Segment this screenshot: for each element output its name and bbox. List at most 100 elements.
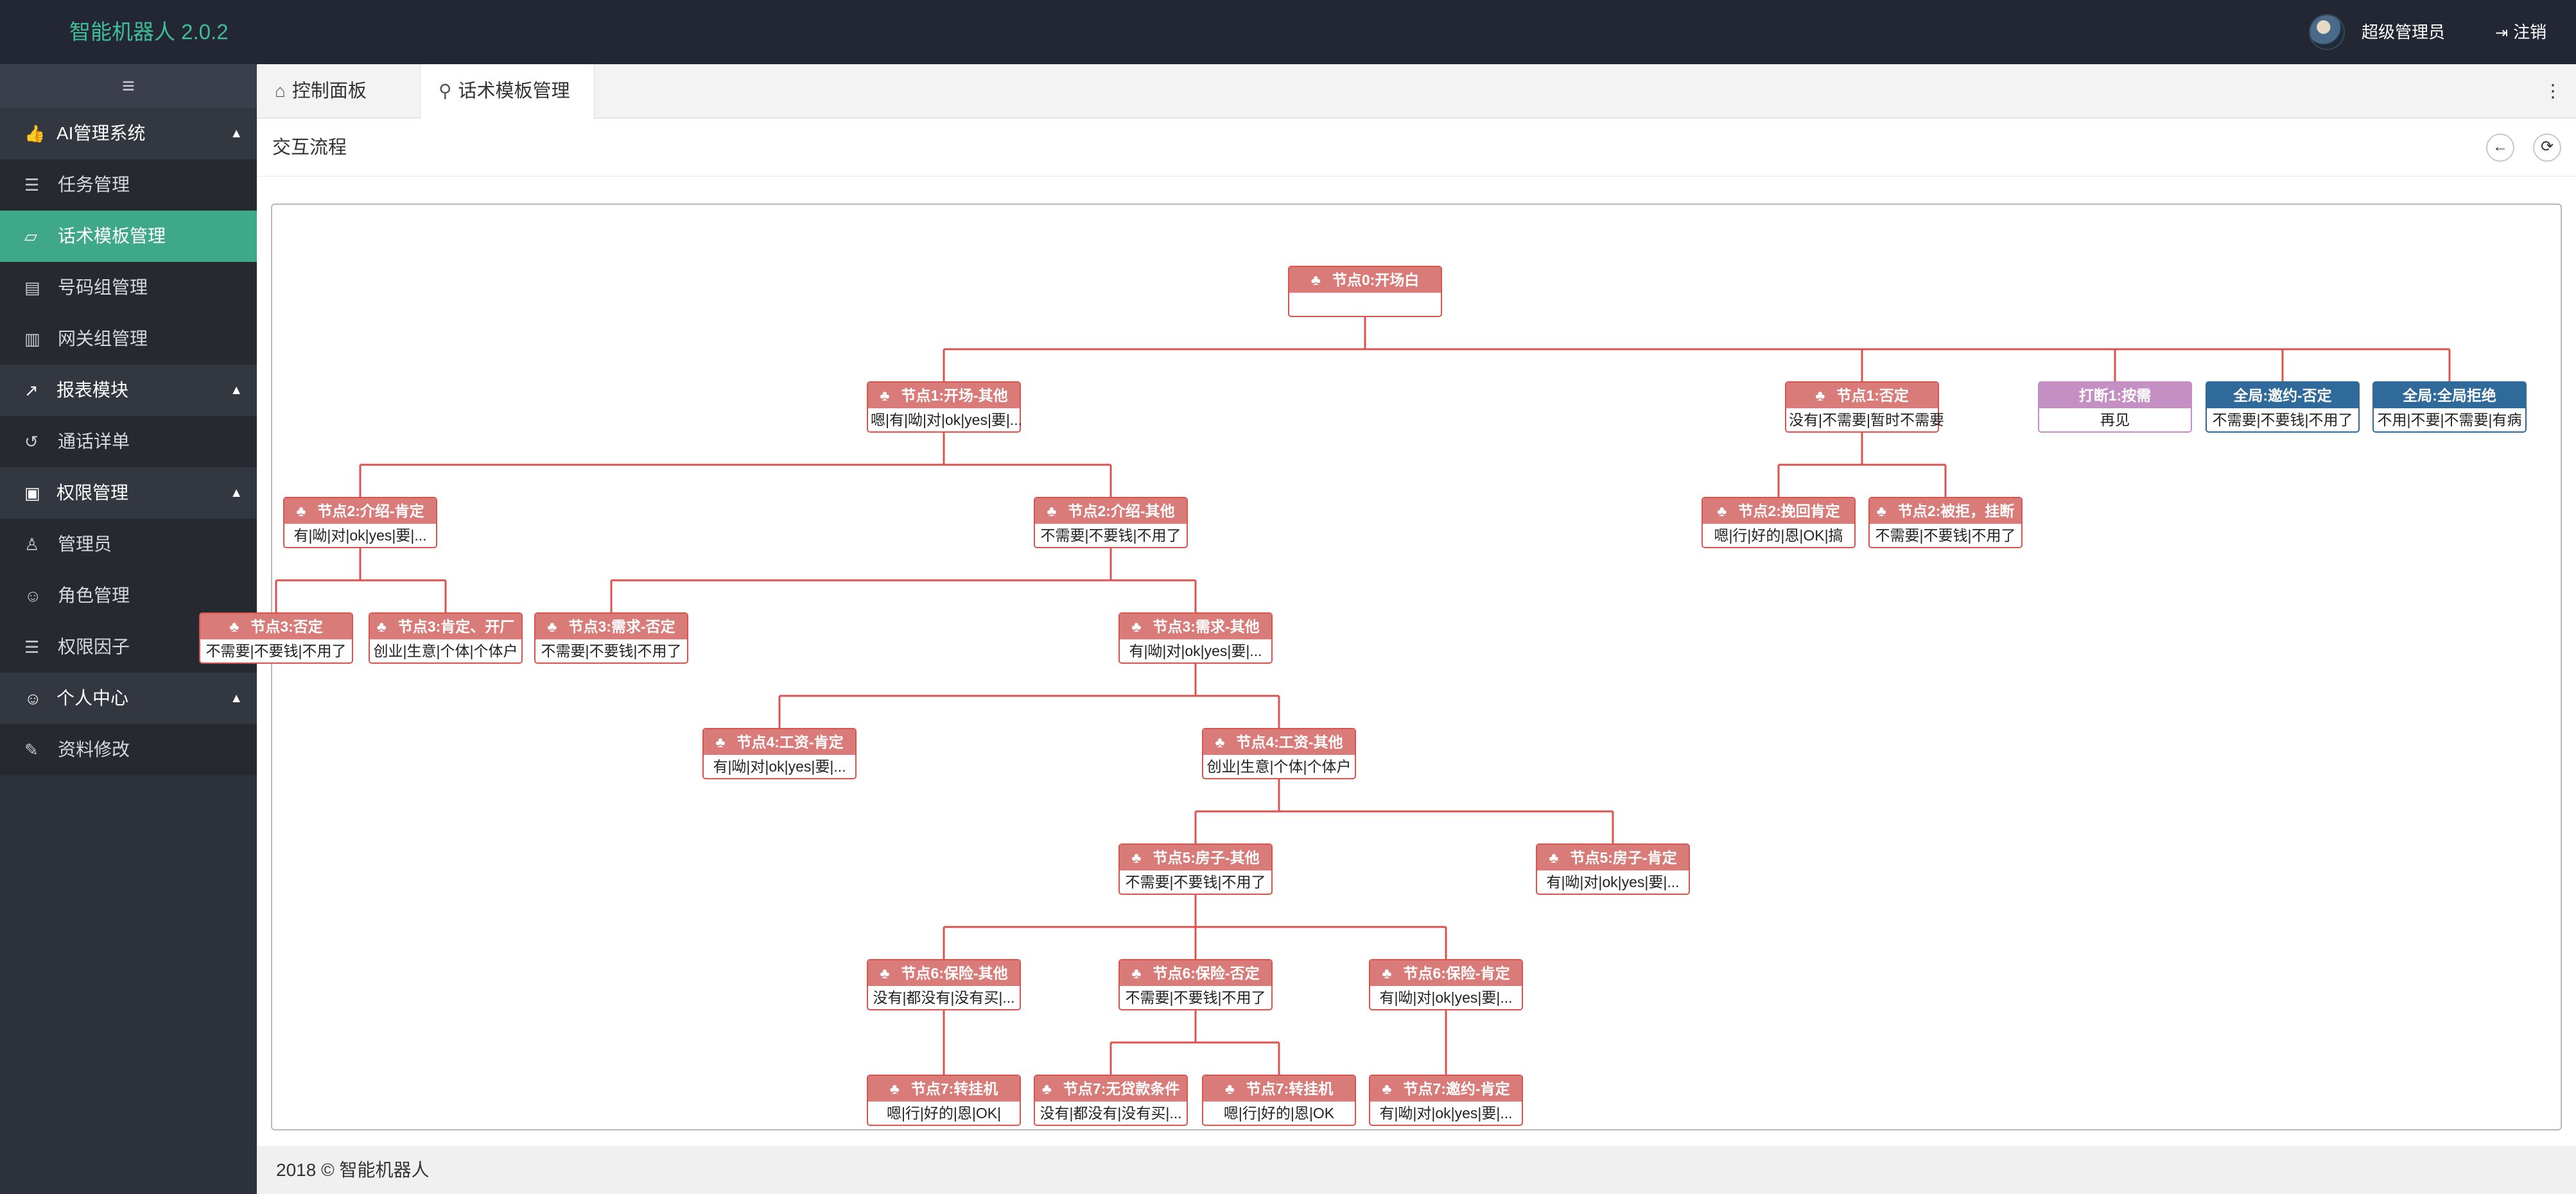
flow-node[interactable]: ♣节点7:无贷款条件没有|都没有|没有买|... [1034,1075,1188,1126]
flow-node[interactable]: ♣节点1:否定没有|不需要|暂时不需要 [1785,381,1944,433]
edit-icon: ✎ [24,740,39,759]
flow-node[interactable]: ♣节点3:需求-其他有|呦|对|ok|yes|要|... [1118,612,1273,664]
users-icon: ♣ [880,965,890,982]
flow-node-keywords: 有|呦|对|ok|yes|要|... [1379,1105,1513,1121]
flow-connectors [275,317,2451,1075]
flow-node-title: 全局:邀约-否定 [2207,383,2358,408]
flow-node[interactable]: 全局:全局拒绝不用|不要|不需要|有病 [2372,381,2527,433]
list-icon: ☰ [24,175,40,195]
users-icon: ♣ [1310,272,1321,288]
flow-node[interactable]: ♣节点2:被拒，挂断不需要|不要钱|不用了 [1868,497,2023,548]
flow-node-title: ♣节点5:房子-其他 [1120,845,1271,870]
tab-dashboard[interactable]: ⌂ 控制面板 [275,64,367,118]
sidebar-item-profile-edit[interactable]: ✎ 资料修改 [0,724,257,775]
flow-node-title-text: 节点4:工资-其他 [1236,734,1343,750]
flow-node[interactable]: ♣节点7:转挂机嗯|行|好的|恩|OK| [867,1075,1021,1126]
flow-node[interactable]: ♣节点5:房子-其他不需要|不要钱|不用了 [1118,844,1273,895]
users-icon: ♣ [1041,1080,1052,1097]
sidebar-group-label: AI管理系统 [57,123,146,143]
flow-node-title-text: 全局:全局拒绝 [2403,387,2496,404]
map-pin-icon: ⚲ [439,81,452,101]
flow-node-title-text: 节点4:工资-肯定 [736,734,844,750]
refresh-icon: ⟳ [2540,138,2554,155]
flow-node[interactable]: ♣节点1:开场-其他嗯|有|呦|对|ok|yes|要|... [867,381,1022,433]
line-chart-icon: ↗ [24,381,39,400]
flow-node[interactable]: ♣节点3:否定不需要|不要钱|不用了 [199,612,353,664]
sidebar-item-call-details[interactable]: ↺通话详单 [0,416,257,467]
flow-node[interactable]: 打断1:按需再见 [2038,381,2192,433]
avatar[interactable] [2309,14,2345,50]
tab-bar: ⌂控制面板 ⚲话术模板管理× ⋮ [257,64,2576,155]
users-icon: ♣ [1717,503,1727,519]
caret-up-icon: ▲ [230,126,243,141]
tab-template-management[interactable]: ⚲话术模板管理× [420,64,595,155]
sidebar-item-tasks[interactable]: ☰任务管理 [0,159,257,211]
sidebar-item-admins[interactable]: ♙ 管理员 [0,519,257,570]
flow-node-title-text: 节点3:需求-否定 [568,618,675,635]
flow-node-title-text: 节点1:否定 [1836,387,1909,404]
sidebar-group-permissions[interactable]: ▣权限管理▲ [0,467,257,519]
tab-label: 话术模板管理 [458,81,570,101]
users-icon: ♣ [1382,965,1392,982]
flow-node-keywords: 再见 [2100,411,2130,428]
sidebar-item-label: 资料修改 [58,740,130,759]
flow-node[interactable]: 全局:邀约-否定不需要|不要钱|不用了 [2206,381,2360,433]
sidebar-item-templates[interactable]: ▱话术模板管理 [0,211,257,262]
sidebar-item-label: 权限因子 [58,637,130,657]
flow-node-title-text: 节点6:保险-肯定 [1403,965,1510,982]
sidebar-toggle-button[interactable]: ≡ [0,64,257,108]
flow-node-title: ♣节点1:否定 [1786,383,1938,408]
home-icon: ⌂ [275,81,286,101]
users-icon: ♣ [1131,849,1142,866]
sidebar-group-ai[interactable]: 👍AI管理系统▲ [0,108,257,159]
flow-node-title-text: 节点0:开场白 [1332,272,1420,288]
flow-node[interactable]: ♣节点3:需求-否定不需要|不要钱|不用了 [534,612,688,664]
sidebar-item-label: 通话详单 [58,431,130,451]
user-circle-icon: ☺ [24,689,42,708]
flow-node-title: ♣节点3:肯定、开厂 [370,614,521,639]
users-icon: ♣ [296,503,306,519]
sidebar-group-personal[interactable]: ☺个人中心▲ [0,673,257,724]
users-icon: ♣ [229,618,239,635]
flow-node[interactable]: ♣节点5:房子-肯定有|呦|对|ok|yes|要|... [1536,844,1690,895]
sidebar-item-gateway-groups[interactable]: ▥网关组管理 [0,313,257,365]
back-button[interactable]: ← [2486,134,2514,162]
book-icon: ▱ [24,227,37,246]
flow-node[interactable]: ♣节点2:挽回肯定嗯|行|好的|恩|OK|搞 [1701,497,1856,548]
flow-node[interactable]: ♣节点2:介绍-肯定有|呦|对|ok|yes|要|... [283,497,437,548]
flow-node-title: ♣节点4:工资-肯定 [704,729,855,755]
sign-out-icon: ⇥ [2495,24,2509,42]
flow-node-title: ♣节点7:转挂机 [1203,1076,1355,1102]
flow-node-keywords: 嗯|行|好的|恩|OK| [886,1105,1002,1121]
users-icon: ♣ [1876,503,1886,519]
id-card-icon: ▤ [24,278,40,297]
flow-node[interactable]: ♣节点4:工资-肯定有|呦|对|ok|yes|要|... [702,728,857,779]
flow-node-title-text: 打断1:按需 [2078,387,2152,404]
flow-node[interactable]: ♣节点6:保险-其他没有|都没有|没有买|... [867,959,1021,1010]
flow-node[interactable]: ♣ 节点0:开场白 [1288,266,1442,317]
flow-node-keywords: 创业|生意|个体|个体户 [1206,758,1352,775]
flow-node[interactable]: ♣节点3:肯定、开厂创业|生意|个体|个体户 [369,612,523,664]
flow-node-keywords [1289,293,1441,316]
arrow-left-icon: ← [2493,138,2508,155]
user-name[interactable]: 超级管理员 [2362,22,2446,42]
refresh-button[interactable]: ⟳ [2533,134,2561,162]
flow-node[interactable]: ♣节点4:工资-其他创业|生意|个体|个体户 [1202,728,1356,779]
flow-node-title: ♣节点4:工资-其他 [1203,729,1355,755]
flow-node-keywords: 有|呦|对|ok|yes|要|... [713,758,846,775]
flow-node[interactable]: ♣节点6:保险-肯定有|呦|对|ok|yes|要|... [1369,959,1523,1010]
flow-node[interactable]: ♣节点7:邀约-肯定有|呦|对|ok|yes|要|... [1369,1075,1523,1126]
flow-node-title: ♣节点7:邀约-肯定 [1370,1076,1522,1102]
flow-node[interactable]: ♣节点2:介绍-其他不需要|不要钱|不用了 [1034,497,1188,548]
sidebar-item-number-groups[interactable]: ▤号码组管理 [0,262,257,313]
tab-label: 控制面板 [292,81,367,101]
id-badge-icon: ▣ [24,483,40,503]
user-icon: ♙ [24,535,40,554]
flow-node[interactable]: ♣节点6:保险-否定不需要|不要钱|不用了 [1118,959,1273,1010]
more-options-icon[interactable]: ⋮ [2544,81,2562,101]
logout-button[interactable]: ⇥注销 [2495,0,2546,64]
flow-node[interactable]: ♣节点7:转挂机嗯|行|好的|恩|OK [1202,1075,1356,1126]
sidebar-item-label: 管理员 [58,534,112,554]
sidebar-group-reports[interactable]: ↗报表模块▲ [0,365,257,416]
sidebar-group-label: 权限管理 [57,483,129,503]
